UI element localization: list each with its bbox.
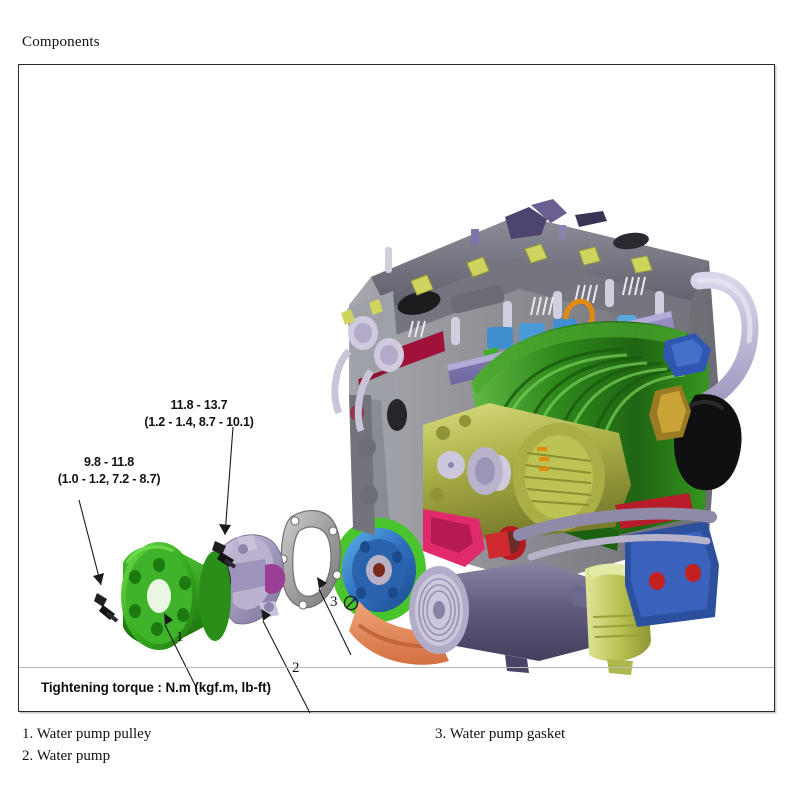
torque-lower-line2: (1.0 - 1.2, 7.2 - 8.7) [57,472,161,486]
pulley-bolt-art [94,593,119,623]
legend-item-2: 2. Water pump [22,748,111,764]
torque-label-lower: 9.8 - 11.8 (1.0 - 1.2, 7.2 - 8.7) [9,454,209,488]
no-reuse-icon [343,595,359,611]
callout-marker-2: 2 [292,660,300,676]
water-pump-bolt-art [212,541,237,569]
ac-compressor-art [409,561,601,673]
torque-lower-line1: 9.8 - 11.8 [83,455,135,469]
torque-divider [19,667,774,668]
page-title: Components [22,34,100,50]
torque-label-upper: 11.8 - 13.7 (1.2 - 1.4, 8.7 - 10.1) [99,397,299,431]
leader-arrowheads [93,524,327,625]
engine-assembly-art [331,199,759,675]
legend-item-1: 1. Water pump pulley [22,726,152,742]
components-figure-box: Tightening torque : N.m (kgf.m, lb-ft) [18,64,776,713]
legend-item-3: 3. Water pump gasket [435,726,566,742]
tightening-torque-note: Tightening torque : N.m (kgf.m, lb-ft) [41,680,271,695]
engine-diagram-svg [78,199,759,713]
torque-upper-line2: (1.2 - 1.4, 8.7 - 10.1) [144,415,254,429]
callout-marker-3: 3 [330,594,338,610]
alternator-art [423,403,631,541]
oil-filter-art [585,563,651,675]
intake-manifold-art [471,321,709,551]
water-pump-art [199,534,286,625]
torque-upper-line1: 11.8 - 13.7 [170,398,228,412]
callout-marker-1: 1 [176,629,184,645]
exploded-view-illustration [19,65,776,713]
